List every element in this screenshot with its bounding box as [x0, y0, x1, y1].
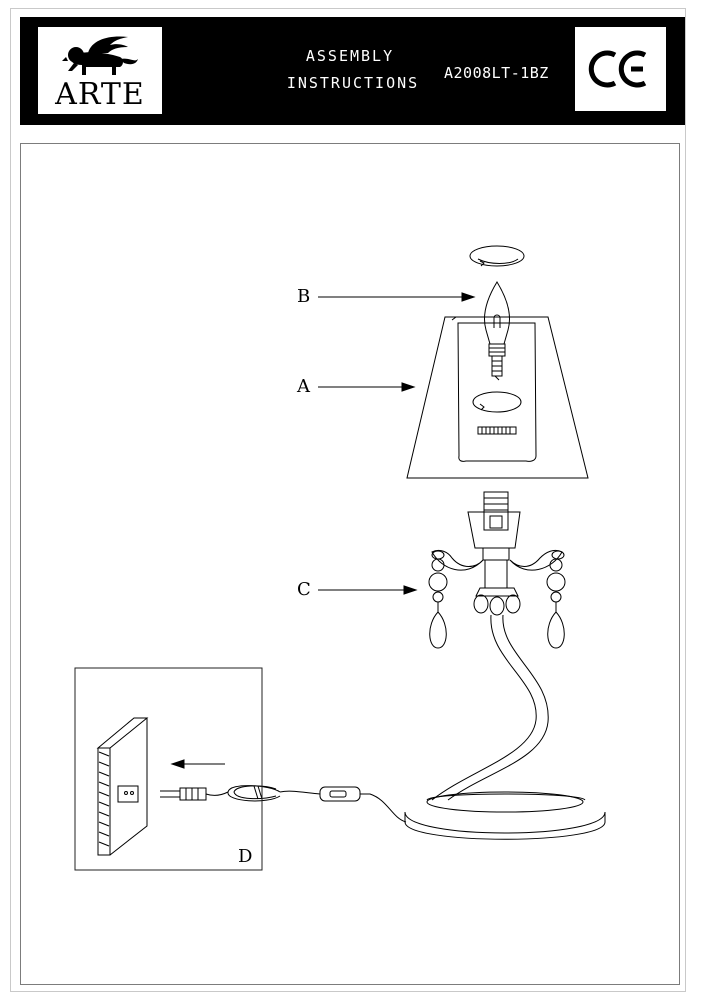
- detail-frame-d: [74, 667, 263, 871]
- lamp-base: [404, 791, 606, 840]
- header-band: ARTE ASSEMBLY INSTRUCTIONS A2008LT-1BZ: [20, 17, 685, 125]
- brand-logo: ARTE: [38, 27, 162, 114]
- lamp-arms: [431, 549, 565, 616]
- callout-d: D: [238, 846, 253, 867]
- model-number: A2008LT-1BZ: [444, 64, 549, 82]
- callout-c: C: [297, 579, 311, 600]
- ce-mark-icon: [588, 50, 647, 88]
- lamp-socket: [467, 491, 521, 561]
- brand-name: ARTE: [55, 77, 145, 112]
- plug-icon: [160, 787, 207, 801]
- candle-bulb-icon: [483, 281, 511, 381]
- callout-a: A: [297, 376, 310, 397]
- callout-b: B: [297, 286, 311, 307]
- rotation-ring-top-icon: [469, 245, 525, 267]
- coiled-cord: [205, 785, 281, 802]
- content-frame: [20, 143, 680, 985]
- document-title-line-2: INSTRUCTIONS: [286, 74, 420, 92]
- crystal-left: [428, 558, 448, 649]
- ce-certification-badge: [575, 27, 666, 111]
- page-frame: [10, 8, 686, 992]
- lamp-stem: [431, 614, 549, 801]
- lion-logo-icon: [62, 36, 138, 75]
- crystal-right: [546, 558, 566, 649]
- document-title-line-1: ASSEMBLY: [305, 47, 395, 65]
- inline-switch-icon: [319, 786, 361, 802]
- wall-outlet-icon: [96, 717, 149, 856]
- lamp-shade: [406, 316, 589, 479]
